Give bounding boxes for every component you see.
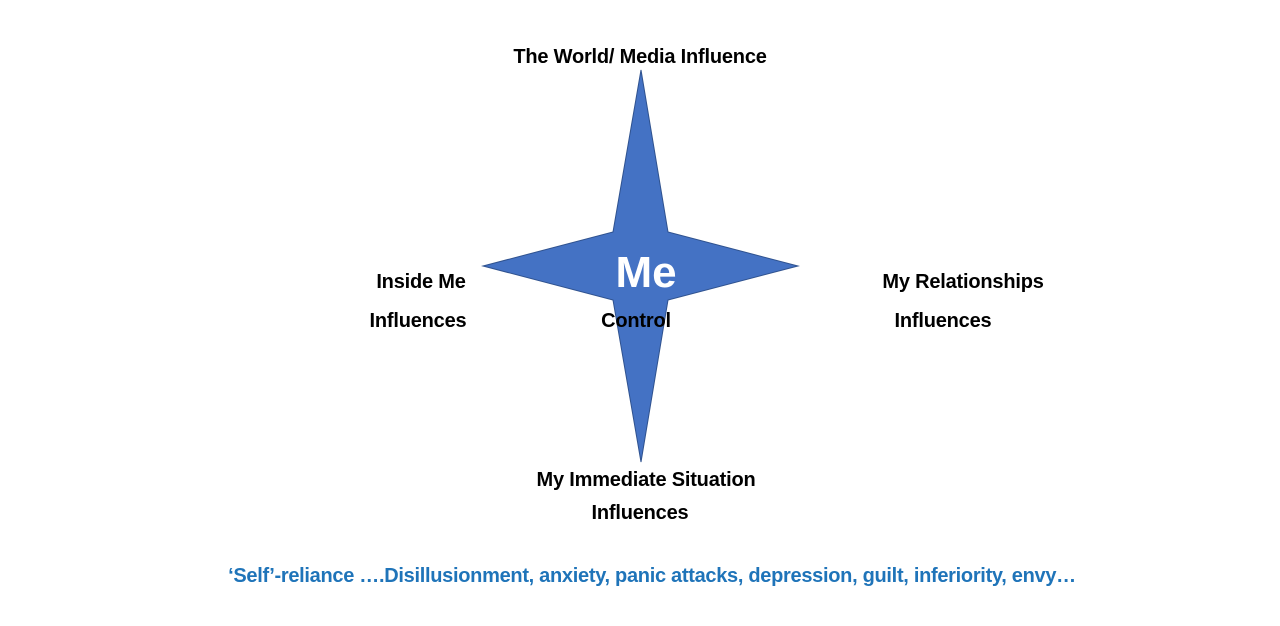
footer-text: ‘Self’-reliance ….Disillusionment, anxie… [228, 565, 1076, 587]
left-label-line1: Inside Me [376, 271, 466, 293]
right-label-line2: Influences [894, 310, 992, 332]
bottom-label-line2: Influences [591, 502, 689, 524]
center-sublabel: Control [601, 310, 671, 332]
four-point-star [481, 69, 800, 463]
left-label-line2: Influences [369, 310, 467, 332]
top-label: The World/ Media Influence [513, 46, 767, 68]
center-label: Me [615, 248, 677, 297]
right-label-line1: My Relationships [882, 271, 1044, 293]
bottom-label-line1: My Immediate Situation [536, 469, 756, 491]
